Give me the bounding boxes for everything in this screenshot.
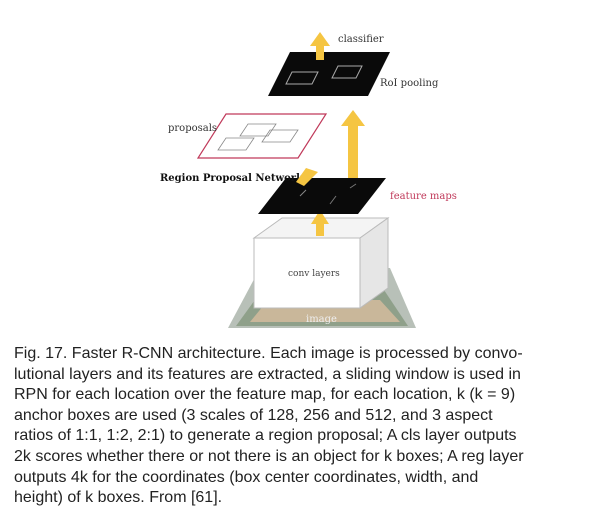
caption-line: anchor boxes are used (3 scales of 128, …: [14, 406, 493, 424]
caption-line: height) of k boxes. From [61].: [14, 489, 223, 507]
roi-pooling-plane: RoI pooling: [268, 52, 439, 96]
figure-caption: Fig. 17. Faster R-CNN architecture. Each…: [14, 344, 594, 509]
roi-pooling-label: RoI pooling: [380, 78, 439, 89]
caption-line: Fig. 17. Faster R-CNN architecture. Each…: [14, 345, 523, 362]
feature-maps-plane: feature maps: [258, 178, 457, 214]
conv-layers-box: conv layers: [252, 217, 390, 309]
caption-line: lutional layers and its features are ext…: [14, 365, 521, 383]
caption-line: outputs 4k for the coordinates (box cent…: [14, 468, 479, 486]
arrow-features-to-roi: [341, 110, 365, 178]
caption-line: RPN for each location over the feature m…: [14, 386, 516, 404]
proposals-plane: proposals: [168, 113, 328, 159]
caption-line: ratios of 1:1, 1:2, 2:1) to generate a r…: [14, 427, 517, 445]
rpn-label: Region Proposal Network: [160, 173, 304, 184]
conv-layers-label: conv layers: [288, 269, 340, 279]
classifier-label: classifier: [338, 34, 384, 45]
arrow-conv-to-features: [311, 210, 329, 236]
feature-maps-label: feature maps: [390, 191, 457, 202]
proposals-label: proposals: [168, 123, 217, 134]
arrow-roi-to-classifier: [310, 32, 330, 60]
image-label: image: [306, 314, 337, 325]
caption-line: 2k scores whether there or not there is …: [14, 447, 524, 465]
faster-rcnn-diagram: image conv layers feature maps Region Pr…: [160, 32, 457, 328]
arrow-rpn-to-proposals: [296, 168, 318, 186]
